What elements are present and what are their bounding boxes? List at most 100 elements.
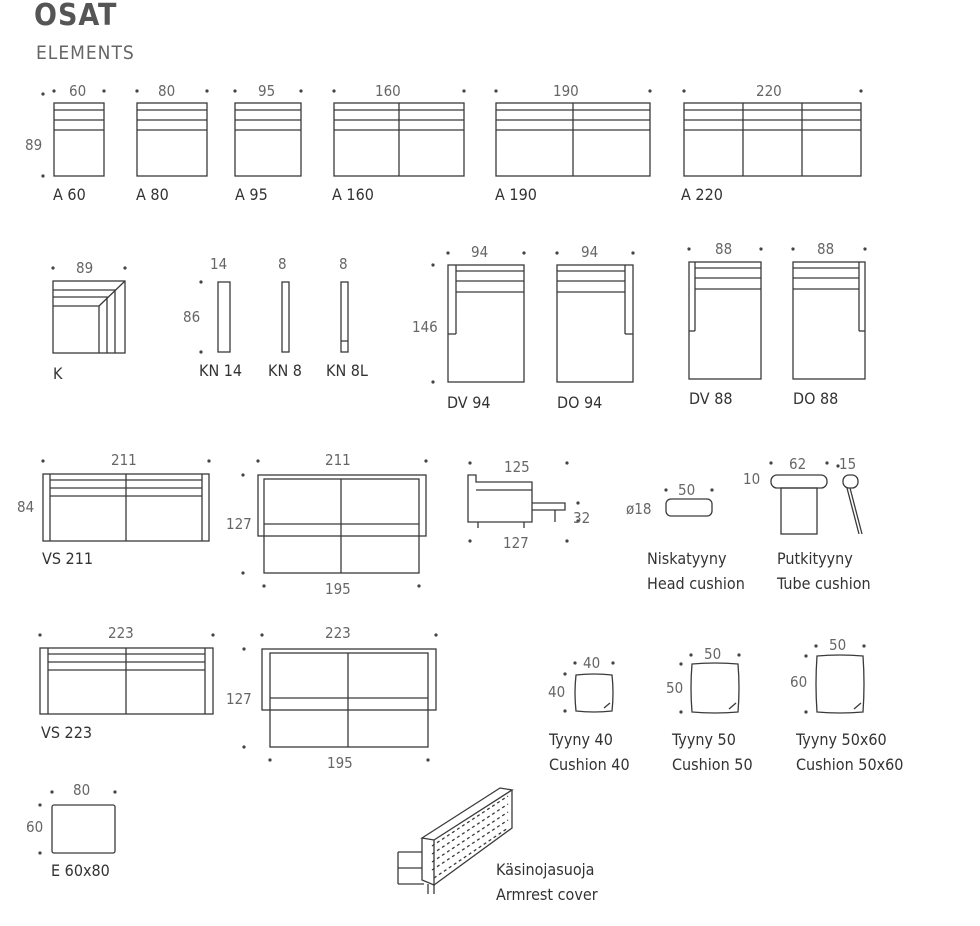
cushion-50x60-drawing (815, 654, 865, 714)
a60-width-dim: 60 (69, 82, 87, 100)
side-bottom-dim: 127 (503, 534, 529, 552)
vs211-width-dim: 211 (111, 451, 137, 469)
page-title: OSAT (34, 0, 118, 33)
cushion50-label-fi: Tyyny 50 (672, 730, 736, 749)
cushion40-height-dim: 40 (548, 683, 566, 701)
bed223-width-dim: 223 (325, 624, 351, 642)
ottoman-e60x80-drawing (51, 804, 116, 854)
a80-width-dim: 80 (158, 82, 176, 100)
armrest-kn8l-drawing (340, 281, 349, 353)
cushion40-label-fi: Tyyny 40 (549, 730, 613, 749)
chaise-do88-drawing (792, 261, 866, 380)
dv88-width-dim: 88 (715, 240, 733, 258)
a60-label: A 60 (53, 185, 86, 204)
corner-width-dim: 89 (76, 259, 94, 277)
sofabed-223-drawing (261, 648, 437, 748)
sofabed-side-profile-drawing (467, 474, 566, 528)
tube-cushion-width-dim: 62 (789, 455, 807, 473)
chaise-do94-drawing (556, 264, 634, 383)
chaise-dv94-drawing (447, 264, 525, 383)
a160-width-dim: 160 (375, 82, 401, 100)
tube-cushion-drawing (770, 474, 863, 535)
tube-cushion-label-en: Tube cushion (777, 574, 871, 593)
bed223-height-dim: 127 (226, 690, 252, 708)
head-cushion-label-en: Head cushion (647, 574, 745, 593)
sofabed-211-drawing (257, 474, 427, 574)
armrest-kn8-drawing (281, 281, 290, 353)
a95-label: A 95 (235, 185, 268, 204)
tube-cushion-diameter-dim: 15 (839, 455, 857, 473)
cushion-50-drawing (690, 662, 740, 714)
module-a190-drawing (495, 102, 651, 177)
corner-k-drawing (52, 280, 126, 354)
armrest-height-dim: 86 (183, 308, 201, 326)
a160-label: A 160 (332, 185, 374, 204)
armrest-kn14-drawing (217, 281, 231, 353)
head-cushion-width-dim: 50 (678, 481, 696, 499)
a95-width-dim: 95 (258, 82, 276, 100)
dv94-width-dim: 94 (471, 243, 489, 261)
chaise-height-dim: 146 (412, 318, 438, 336)
head-cushion-drawing (665, 498, 713, 517)
kn8-label: KN 8 (268, 361, 302, 380)
cushion50-height-dim: 50 (666, 679, 684, 697)
side-right-dim: 32 (573, 509, 591, 527)
vs223-width-dim: 223 (108, 624, 134, 642)
a190-label: A 190 (495, 185, 537, 204)
dv94-label: DV 94 (447, 393, 491, 412)
kn14-label: KN 14 (199, 361, 243, 380)
side-top-dim: 125 (504, 458, 530, 476)
kn8l-label: KN 8L (326, 361, 368, 380)
corner-label: K (53, 364, 63, 383)
armrest-cover-label-fi: Käsinojasuoja (496, 860, 595, 879)
cushion40-label-en: Cushion 40 (549, 755, 630, 774)
ottoman-height-dim: 60 (26, 818, 44, 836)
bed211-inner-dim: 195 (325, 580, 351, 598)
ottoman-label: E 60x80 (51, 861, 110, 880)
cushion40-width-dim: 40 (583, 654, 601, 672)
tube-cushion-height-dim: 10 (743, 470, 761, 488)
cushion-40-drawing (574, 673, 614, 713)
kn8-width-dim: 8 (278, 255, 287, 273)
module-a60-drawing (53, 102, 105, 177)
cushion50x60-height-dim: 60 (790, 673, 808, 691)
head-cushion-label-fi: Niskatyyny (647, 549, 727, 568)
vs211-label: VS 211 (42, 549, 94, 568)
cushion50-label-en: Cushion 50 (672, 755, 753, 774)
tube-cushion-label-fi: Putkityyny (777, 549, 853, 568)
armrest-cover-label-en: Armrest cover (496, 885, 598, 904)
head-cushion-diameter-dim: ø18 (626, 500, 652, 518)
cushion50-width-dim: 50 (704, 645, 722, 663)
do94-label: DO 94 (557, 393, 603, 412)
do88-label: DO 88 (793, 389, 839, 408)
module-a160-drawing (333, 102, 465, 177)
sofa-vs211-drawing (42, 473, 210, 542)
kn14-width-dim: 14 (210, 255, 228, 273)
row1-height-dim: 89 (25, 136, 43, 154)
a220-label: A 220 (681, 185, 723, 204)
a190-width-dim: 190 (553, 82, 579, 100)
module-a95-drawing (234, 102, 302, 177)
module-a220-drawing (683, 102, 862, 177)
do88-width-dim: 88 (817, 240, 835, 258)
vs223-label: VS 223 (41, 723, 93, 742)
dv88-label: DV 88 (689, 389, 733, 408)
a220-width-dim: 220 (756, 82, 782, 100)
bed211-width-dim: 211 (325, 451, 351, 469)
bed223-inner-dim: 195 (327, 754, 353, 772)
do94-width-dim: 94 (581, 243, 599, 261)
module-a80-drawing (136, 102, 208, 177)
ottoman-width-dim: 80 (73, 781, 91, 799)
cushion50x60-label-fi: Tyyny 50x60 (796, 730, 887, 749)
page-subtitle: ELEMENTS (36, 42, 135, 64)
armrest-cover-drawing (397, 787, 514, 894)
kn8l-width-dim: 8 (339, 255, 348, 273)
bed211-height-dim: 127 (226, 515, 252, 533)
sofa-vs223-drawing (39, 647, 214, 715)
chaise-dv88-drawing (688, 261, 762, 380)
a80-label: A 80 (136, 185, 169, 204)
vs211-height-dim: 84 (17, 498, 35, 516)
cushion50x60-width-dim: 50 (829, 636, 847, 654)
cushion50x60-label-en: Cushion 50x60 (796, 755, 904, 774)
